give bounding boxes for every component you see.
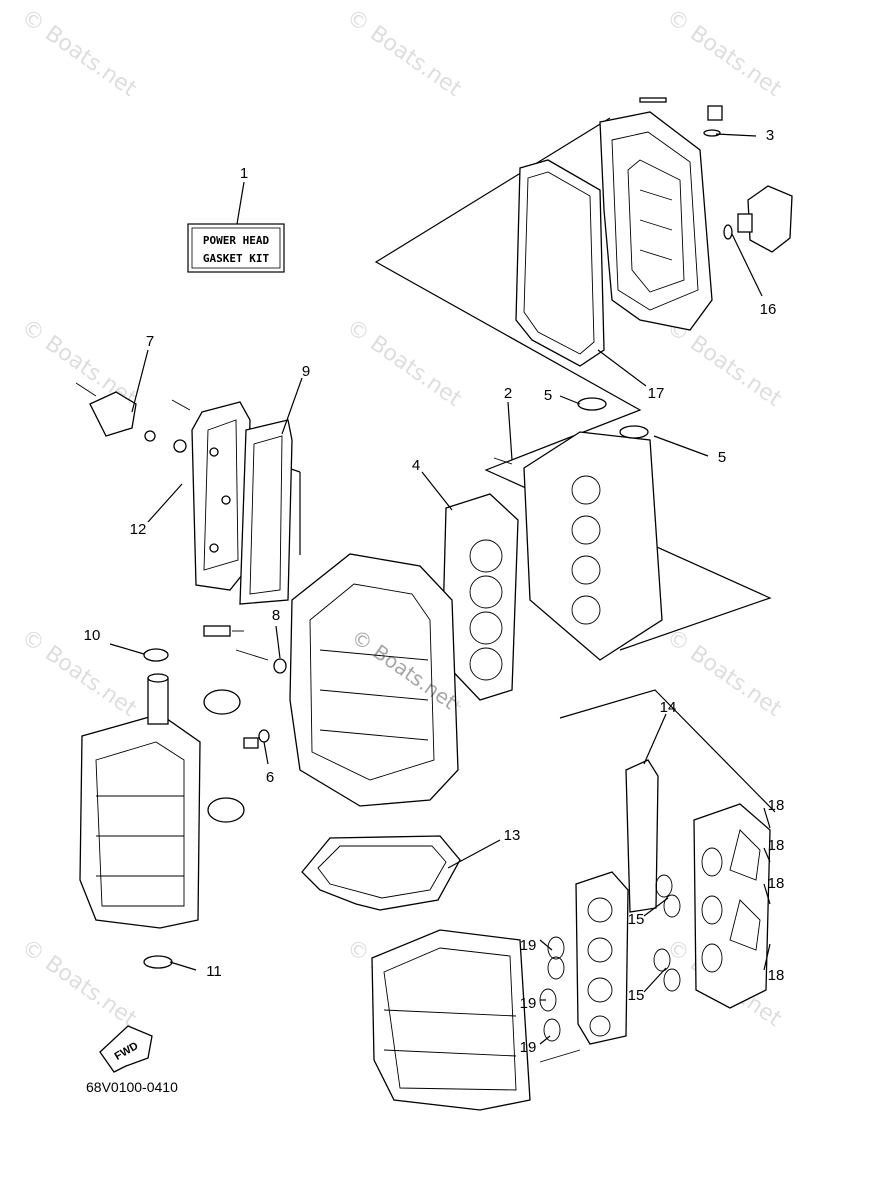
head-cover-gasket[interactable] — [515, 159, 605, 367]
kit-label-line2: GASKET KIT — [203, 252, 270, 265]
watermark: © Boats.net — [342, 4, 467, 102]
callout-18d: 18 — [768, 967, 785, 984]
callout-4: 4 — [412, 457, 420, 474]
cylinder-block[interactable] — [289, 553, 459, 807]
callout-16: 16 — [760, 301, 777, 318]
callout-18c: 18 — [768, 875, 785, 892]
callout-19b: 19 — [520, 995, 537, 1012]
watermark: © Boats.net — [662, 4, 787, 102]
thermostat-cover[interactable] — [75, 382, 191, 453]
diagram-code: 68V0100-0410 — [86, 1079, 178, 1095]
callout-15b: 15 — [628, 987, 645, 1004]
watermark: © Boats.net — [17, 4, 142, 102]
cylinder-head-cover[interactable] — [599, 97, 723, 331]
temperature-sensor[interactable] — [203, 625, 287, 749]
sensor-assembly[interactable] — [723, 185, 793, 253]
intake-silencer[interactable] — [371, 929, 531, 1111]
exhaust-cover-gasket[interactable] — [239, 419, 293, 605]
intake-manifold-gasket[interactable] — [625, 759, 659, 913]
leader-lines — [109, 133, 771, 1045]
callout-18b: 18 — [768, 837, 785, 854]
callout-5a: 5 — [544, 387, 552, 404]
power-head-gasket-kit-label[interactable]: POWER HEAD GASKET KIT — [187, 223, 285, 273]
throttle-body[interactable] — [539, 871, 629, 1063]
callout-12: 12 — [130, 521, 147, 538]
kit-label-line1: POWER HEAD — [203, 234, 270, 247]
callout-15a: 15 — [628, 911, 645, 928]
o-rings[interactable] — [539, 874, 681, 1042]
watermark: © Boats.net — [662, 624, 787, 722]
callout-19a: 19 — [520, 937, 537, 954]
crankcase-gasket[interactable] — [301, 835, 461, 911]
callout-11: 11 — [206, 963, 222, 980]
cylinder-head[interactable] — [493, 397, 663, 661]
fwd-arrow: FWD — [99, 1025, 153, 1073]
callout-10: 10 — [84, 627, 101, 644]
callout-2: 2 — [504, 385, 512, 402]
callout-3: 3 — [766, 127, 774, 144]
callout-14: 14 — [660, 699, 677, 716]
callout-9: 9 — [302, 363, 310, 380]
callouts: 1 2 3 4 5 5 6 7 8 9 10 11 12 13 14 15 15… — [84, 127, 785, 1056]
exhaust-cover[interactable] — [191, 401, 251, 591]
watermark: © Boats.net — [342, 314, 467, 412]
callout-8: 8 — [272, 607, 280, 624]
crankcase-assembly[interactable] — [79, 648, 245, 969]
callout-6: 6 — [266, 769, 274, 786]
callout-17: 17 — [648, 385, 665, 402]
callout-1: 1 — [240, 165, 248, 182]
callout-5b: 5 — [718, 449, 726, 466]
watermark: © Boats.net — [17, 624, 142, 722]
callout-19c: 19 — [520, 1039, 537, 1056]
watermark: © Boats.net — [17, 934, 142, 1032]
callout-13: 13 — [504, 827, 521, 844]
callout-18a: 18 — [768, 797, 785, 814]
intake-manifold[interactable] — [693, 803, 771, 1009]
callout-7: 7 — [146, 333, 154, 350]
watermark: © Boats.net — [662, 314, 787, 412]
